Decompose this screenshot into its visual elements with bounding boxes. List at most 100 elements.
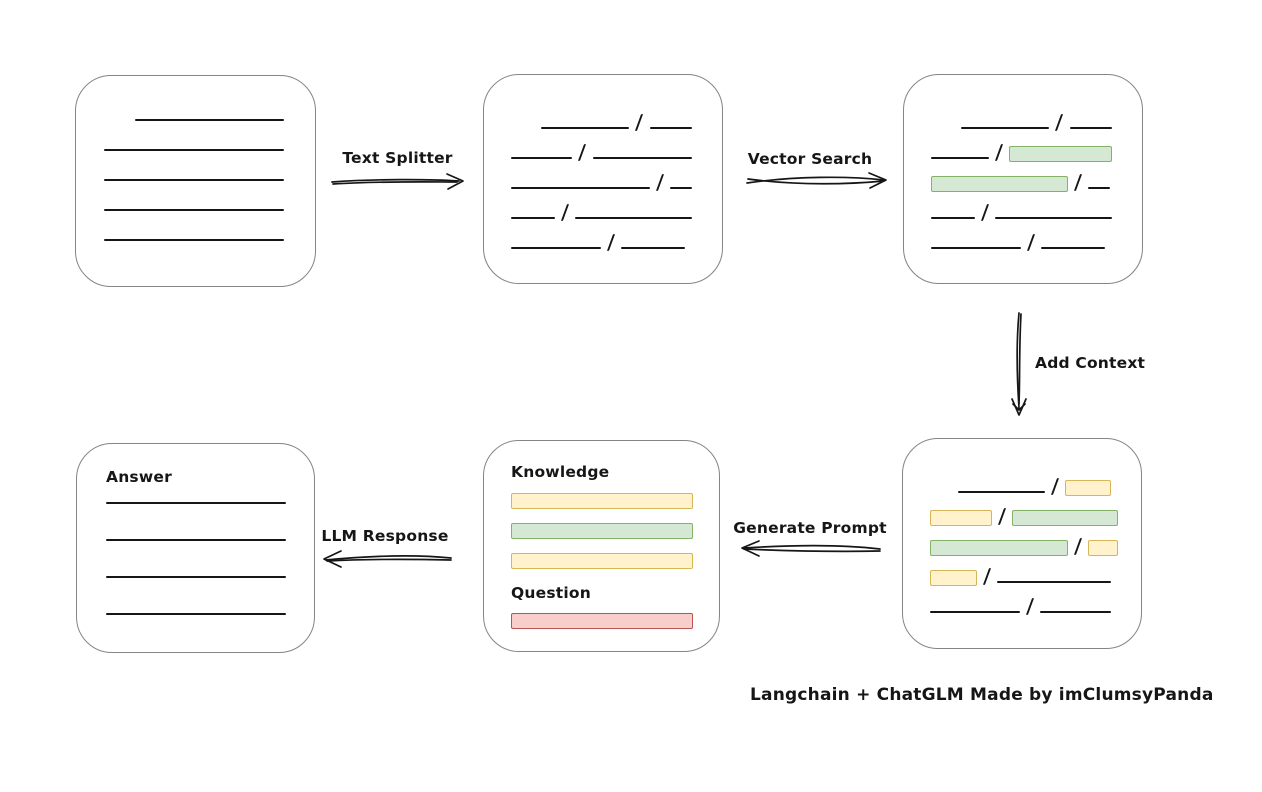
text-line — [511, 247, 601, 249]
row-indent — [511, 128, 541, 129]
slash-separator — [1073, 538, 1083, 555]
text-line — [106, 539, 286, 541]
text-line — [575, 217, 692, 219]
prompt-content: Knowledge Question — [484, 441, 719, 629]
chunk-yellow-bar — [930, 510, 992, 526]
text-line — [1040, 611, 1111, 613]
text-line — [540, 127, 630, 129]
red-bar — [511, 613, 693, 629]
chunk-row — [511, 111, 692, 131]
llm-response-label: LLM Response — [321, 527, 449, 545]
text-line — [104, 209, 284, 211]
slash-separator — [561, 204, 570, 221]
chunk-row — [930, 535, 1119, 556]
chunk-row — [930, 475, 1111, 496]
text-splitter-arrow — [331, 173, 464, 190]
generate-prompt-arrow — [741, 540, 881, 557]
text-line — [960, 127, 1050, 129]
text-splitter-label: Text Splitter — [342, 149, 453, 167]
slash-separator — [1073, 174, 1083, 191]
chunk-rows — [904, 75, 1142, 251]
slash-separator — [1026, 234, 1036, 251]
row-indent — [930, 492, 958, 493]
question-title: Question — [511, 584, 591, 602]
chunk-green-bar — [1012, 510, 1119, 526]
chunk-row — [931, 141, 1112, 162]
chunk-green-bar — [1009, 146, 1112, 162]
chunk-yellow-bar — [930, 570, 977, 586]
chunk-row — [931, 171, 1112, 192]
chunk-row — [931, 201, 1112, 221]
knowledge-title: Knowledge — [511, 463, 610, 481]
chunk-row — [930, 595, 1111, 615]
attribution-caption: Langchain + ChatGLM Made by imClumsyPand… — [750, 685, 1214, 705]
chunk-row — [511, 231, 692, 251]
knowledge-bars — [511, 493, 693, 569]
text-line — [104, 239, 284, 241]
chunk-row — [931, 231, 1112, 251]
text-line — [511, 187, 651, 189]
text-line — [931, 247, 1021, 249]
slash-separator — [1055, 114, 1064, 131]
text-line — [995, 217, 1112, 219]
chunk-green-bar — [931, 176, 1068, 192]
slash-separator — [994, 144, 1004, 161]
prompt-box: Knowledge Question — [483, 440, 720, 652]
answer-box: Answer — [76, 443, 315, 653]
text-line — [621, 247, 686, 249]
chunk-row — [511, 141, 692, 161]
green-bar — [511, 523, 693, 539]
slash-separator — [1025, 598, 1035, 615]
document-lines — [76, 76, 315, 241]
text-line — [1088, 187, 1111, 189]
context-chunks-box — [902, 438, 1142, 649]
chunk-green-bar — [930, 540, 1068, 556]
chunk-rows — [484, 75, 722, 251]
text-line — [106, 613, 286, 615]
text-line — [670, 187, 692, 189]
text-line — [1069, 127, 1112, 129]
slash-separator — [606, 234, 616, 251]
slash-separator — [981, 204, 990, 221]
generate-prompt-label: Generate Prompt — [733, 519, 887, 537]
slash-separator — [982, 568, 992, 585]
text-line — [958, 491, 1045, 493]
text-line — [930, 611, 1020, 613]
text-line — [106, 502, 286, 504]
source-document-box — [75, 75, 316, 287]
vector-search-label: Vector Search — [747, 150, 873, 168]
text-line — [104, 149, 284, 151]
chunk-rows — [903, 439, 1141, 615]
chunk-row — [511, 201, 692, 221]
split-chunks-box — [483, 74, 723, 284]
text-line — [931, 217, 976, 219]
text-line — [1041, 247, 1106, 249]
chunk-yellow-bar — [1088, 540, 1119, 556]
add-context-arrow — [1011, 312, 1027, 416]
retrieved-chunks-box — [903, 74, 1143, 284]
text-line — [649, 127, 692, 129]
slash-separator — [997, 508, 1007, 525]
text-line — [106, 576, 286, 578]
chunk-row — [511, 171, 692, 191]
text-line — [104, 179, 284, 181]
slash-separator — [635, 114, 644, 131]
answer-lines — [77, 502, 314, 615]
text-line — [997, 581, 1111, 583]
chunk-yellow-bar — [1065, 480, 1111, 496]
slash-separator — [1050, 478, 1060, 495]
chunk-row — [930, 505, 1119, 526]
text-line — [931, 157, 989, 159]
answer-title: Answer — [106, 468, 172, 486]
text-line — [511, 157, 573, 159]
text-line — [135, 119, 284, 121]
chunk-row — [930, 565, 1111, 586]
text-line — [592, 157, 692, 159]
vector-search-arrow — [746, 172, 887, 189]
llm-response-arrow — [323, 550, 452, 568]
slash-separator — [656, 174, 665, 191]
yellow-bar — [511, 553, 693, 569]
row-indent — [931, 128, 961, 129]
chunk-row — [931, 111, 1112, 131]
